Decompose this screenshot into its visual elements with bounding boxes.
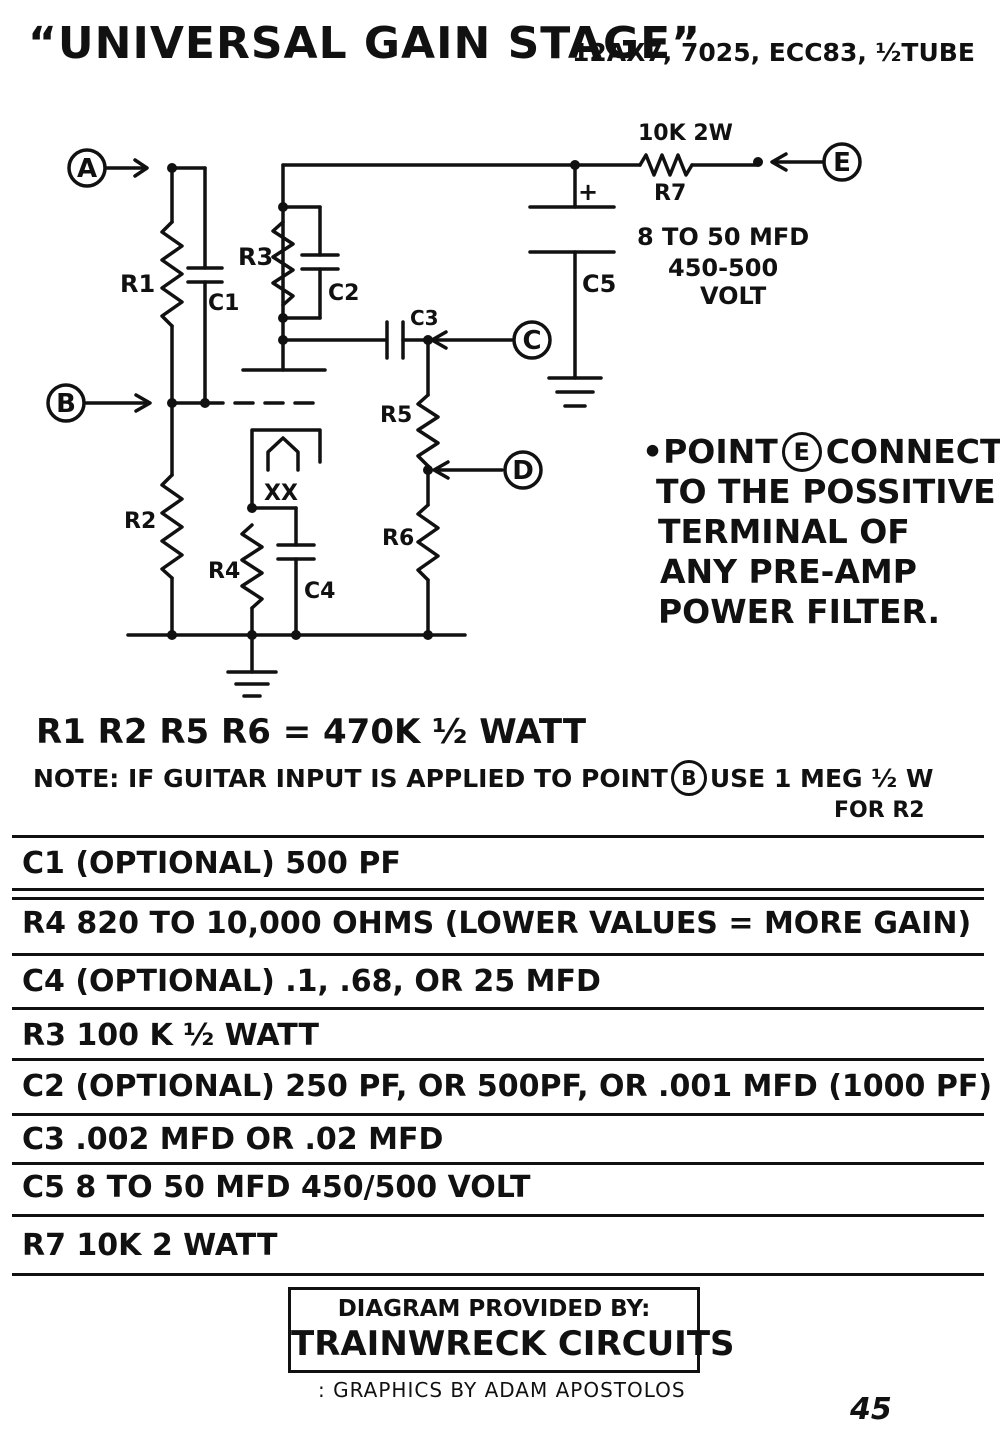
junction-dot bbox=[278, 202, 288, 212]
tube-cathode bbox=[250, 428, 322, 510]
table-rule bbox=[12, 897, 984, 900]
point-b-label: B bbox=[56, 389, 76, 419]
junction-dot bbox=[167, 398, 177, 408]
point-c-circle bbox=[512, 320, 552, 360]
table-rule bbox=[12, 1113, 984, 1116]
c2-label: C2 bbox=[328, 281, 359, 306]
junction-dot bbox=[167, 163, 177, 173]
parts-row-c1: C1 (OPTIONAL) 500 PF bbox=[22, 846, 401, 881]
c5-plus-sign: + bbox=[578, 178, 598, 206]
r7-label: R7 bbox=[654, 181, 686, 206]
junction-dot bbox=[423, 630, 433, 640]
r1-label: R1 bbox=[120, 270, 155, 298]
junction-dot bbox=[753, 157, 763, 167]
junction-dot bbox=[247, 630, 257, 640]
credit-provided-by: DIAGRAM PROVIDED BY: bbox=[337, 1296, 651, 1322]
point-d-label: D bbox=[512, 456, 534, 486]
r7-value-label: 10K 2W bbox=[638, 121, 733, 146]
junction-dot bbox=[291, 630, 301, 640]
guitar-note-suffix: USE 1 MEG ½ W bbox=[709, 764, 934, 793]
arrow-e-head bbox=[770, 152, 788, 172]
c3-label: C3 bbox=[410, 306, 439, 330]
table-rule bbox=[12, 1058, 984, 1061]
graphics-credit: : GRAPHICS BY ADAM APOSTOLOS bbox=[318, 1378, 686, 1402]
guitar-note-point-circle: B bbox=[670, 760, 707, 796]
guitar-input-note: NOTE: IF GUITAR INPUT IS APPLIED TO POIN… bbox=[33, 760, 934, 796]
page-number: 45 bbox=[850, 1392, 892, 1427]
junction-dot bbox=[570, 160, 580, 170]
r6-label: R6 bbox=[382, 526, 414, 551]
table-rule bbox=[12, 1162, 984, 1165]
parts-row-r7: R7 10K 2 WATT bbox=[22, 1228, 278, 1263]
point-e-label: E bbox=[833, 148, 851, 178]
parts-row-r3: R3 100 K ½ WATT bbox=[22, 1018, 319, 1053]
table-rule bbox=[12, 888, 984, 891]
resistor-r4 bbox=[240, 523, 264, 610]
guitar-note-prefix: NOTE: IF GUITAR INPUT IS APPLIED TO POIN… bbox=[33, 764, 668, 793]
table-rule bbox=[12, 1007, 984, 1010]
table-rule bbox=[12, 1214, 984, 1217]
parts-row-c3: C3 .002 MFD OR .02 MFD bbox=[22, 1122, 444, 1157]
table-rule bbox=[12, 835, 984, 838]
resistor-r3 bbox=[271, 220, 295, 307]
junction-dot bbox=[278, 313, 288, 323]
junction-dot bbox=[423, 465, 433, 475]
r4-label: R4 bbox=[208, 559, 240, 584]
point-c-label: C bbox=[522, 326, 541, 356]
table-rule bbox=[12, 1273, 984, 1276]
resistor-values-note: R1 R2 R5 R6 = 470K ½ WATT bbox=[36, 712, 587, 752]
resistor-r6 bbox=[416, 503, 440, 582]
resistor-r7 bbox=[638, 153, 694, 177]
point-e-note-circle: E bbox=[781, 431, 822, 472]
credit-box: DIAGRAM PROVIDED BY: TRAINWRECK CIRCUITS bbox=[288, 1287, 735, 1373]
c5-label: C5 bbox=[582, 270, 616, 298]
point-b-circle bbox=[46, 383, 86, 423]
point-e-note-prefix: •POINT bbox=[642, 432, 778, 471]
table-rule bbox=[12, 953, 984, 956]
credit-company: TRAINWRECK CIRCUITS bbox=[291, 1324, 735, 1364]
point-e-note: •POINTECONNECTS TO THE POSSITIVE TERMINA… bbox=[642, 431, 1000, 632]
parts-row-r4: R4 820 TO 10,000 OHMS (LOWER VALUES = MO… bbox=[22, 906, 972, 941]
c5-value-line-3: VOLT bbox=[700, 282, 767, 310]
guitar-note-line-2: FOR R2 bbox=[834, 798, 925, 823]
point-e-note-line-2: TO THE POSSITIVE bbox=[656, 472, 996, 511]
arrow-b-head bbox=[134, 393, 152, 413]
point-e-note-line-5: POWER FILTER. bbox=[658, 592, 941, 631]
parts-row-c4: C4 (OPTIONAL) .1, .68, OR 25 MFD bbox=[22, 964, 601, 999]
c5-value-line-1: 8 TO 50 MFD bbox=[637, 223, 809, 251]
r5-label: R5 bbox=[380, 403, 412, 428]
arrow-d-head bbox=[432, 460, 450, 480]
point-e-note-line-1: CONNECTS bbox=[825, 432, 1000, 471]
junction-dot bbox=[278, 335, 288, 345]
resistor-r5 bbox=[416, 393, 440, 468]
junction-dot bbox=[247, 503, 257, 513]
resistor-r2 bbox=[160, 473, 184, 580]
tube-types-subtitle: 12AX7, 7025, ECC83, ½TUBE bbox=[572, 38, 975, 67]
filament-label: XX bbox=[264, 481, 298, 506]
r2-label: R2 bbox=[124, 509, 156, 534]
parts-row-c2: C2 (OPTIONAL) 250 PF, OR 500PF, OR .001 … bbox=[22, 1069, 993, 1104]
point-d-circle bbox=[503, 450, 543, 490]
junction-dot bbox=[167, 630, 177, 640]
junction-dot bbox=[423, 335, 433, 345]
point-e-note-line-4: ANY PRE-AMP bbox=[660, 552, 917, 591]
page-title: “UNIVERSAL GAIN STAGE” bbox=[28, 18, 702, 69]
point-a-circle bbox=[67, 148, 107, 188]
c4-label: C4 bbox=[304, 579, 335, 604]
arrow-a-head bbox=[133, 158, 149, 178]
point-a-label: A bbox=[77, 154, 97, 184]
resistor-r1 bbox=[160, 220, 184, 328]
r3-label: R3 bbox=[238, 243, 273, 271]
parts-row-c5: C5 8 TO 50 MFD 450/500 VOLT bbox=[22, 1170, 531, 1205]
tube-heater bbox=[266, 436, 300, 472]
point-e-note-line-3: TERMINAL OF bbox=[658, 512, 910, 551]
junction-dot bbox=[200, 398, 210, 408]
c1-label: C1 bbox=[208, 291, 239, 316]
schematic-diagram: A B C D E R1 C1 R3 C2 C3 R5 R6 R2 R4 C4 … bbox=[46, 121, 862, 698]
c5-value-line-2: 450-500 bbox=[668, 254, 778, 282]
point-e-circle bbox=[822, 142, 862, 182]
